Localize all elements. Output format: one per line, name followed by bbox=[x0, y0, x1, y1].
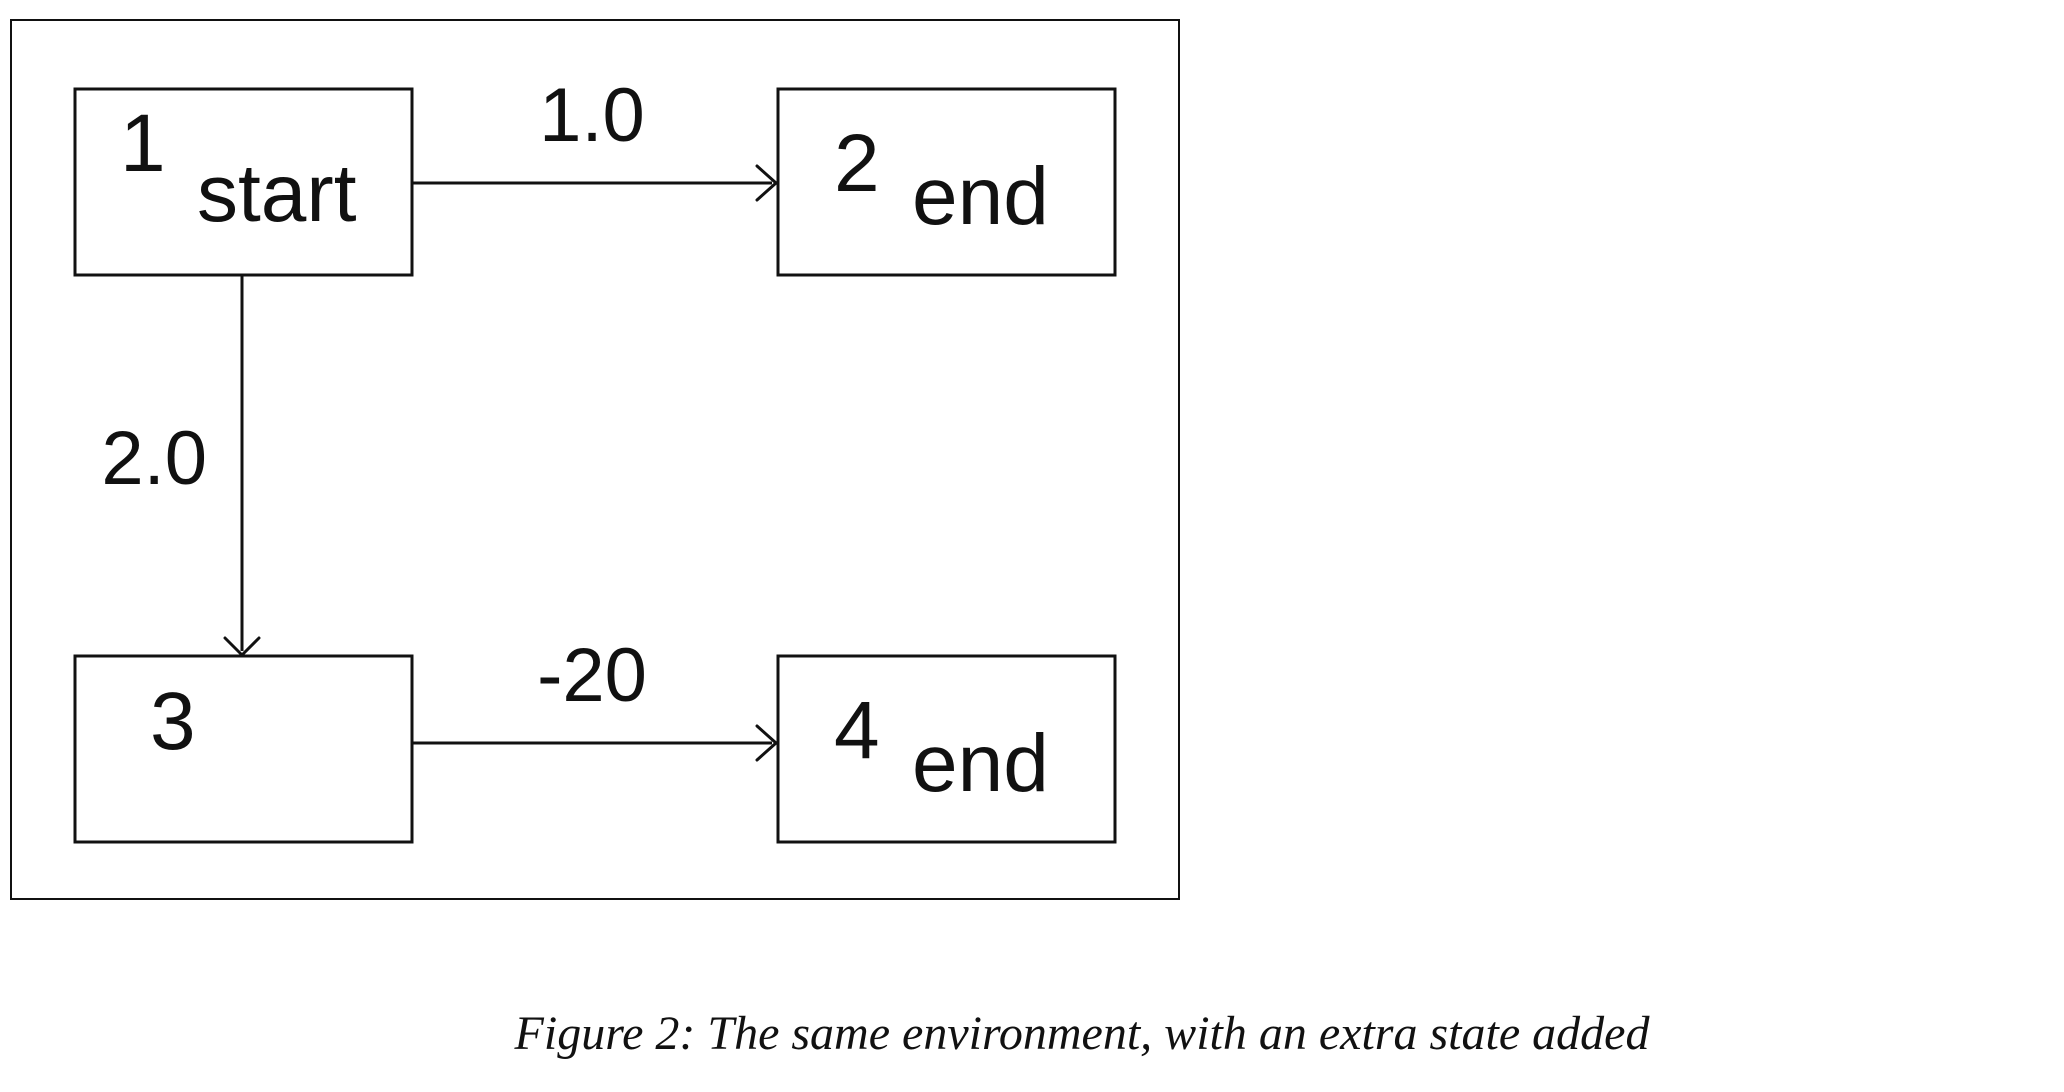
arrow-head-3-4 bbox=[755, 724, 778, 762]
figure-caption: Figure 2: The same environment, with an … bbox=[514, 1007, 1650, 1060]
state-box-1 bbox=[73, 87, 414, 277]
state-number-4: 4 bbox=[834, 685, 880, 776]
edge-label-1-2: 1.0 bbox=[539, 73, 645, 158]
state-tag-1: start bbox=[197, 148, 357, 239]
state-node-3: 3 bbox=[73, 654, 414, 844]
arrow-head-1-2 bbox=[755, 164, 778, 202]
state-node-1: 1 start bbox=[73, 87, 414, 277]
state-box-3 bbox=[73, 654, 414, 844]
edge-label-3-4: -20 bbox=[537, 633, 647, 718]
state-number-1: 1 bbox=[120, 98, 166, 189]
state-tag-4: end bbox=[912, 718, 1049, 809]
state-node-4: 4 end bbox=[776, 654, 1117, 844]
state-tag-2: end bbox=[912, 151, 1049, 242]
edge-label-1-3: 2.0 bbox=[101, 416, 207, 501]
edge-3-to-4: -20 bbox=[412, 633, 778, 762]
diagram-frame: 1.0 2.0 -20 1 start 2 end 3 bbox=[10, 19, 1180, 900]
edge-1-to-3: 2.0 bbox=[101, 276, 261, 657]
state-diagram: 1.0 2.0 -20 1 start 2 end 3 bbox=[73, 73, 1117, 844]
edge-1-to-2: 1.0 bbox=[412, 73, 778, 202]
state-node-2: 2 end bbox=[776, 87, 1117, 277]
state-box-4 bbox=[776, 654, 1117, 844]
state-number-3: 3 bbox=[150, 676, 196, 767]
state-number-2: 2 bbox=[834, 118, 880, 209]
state-box-2 bbox=[776, 87, 1117, 277]
